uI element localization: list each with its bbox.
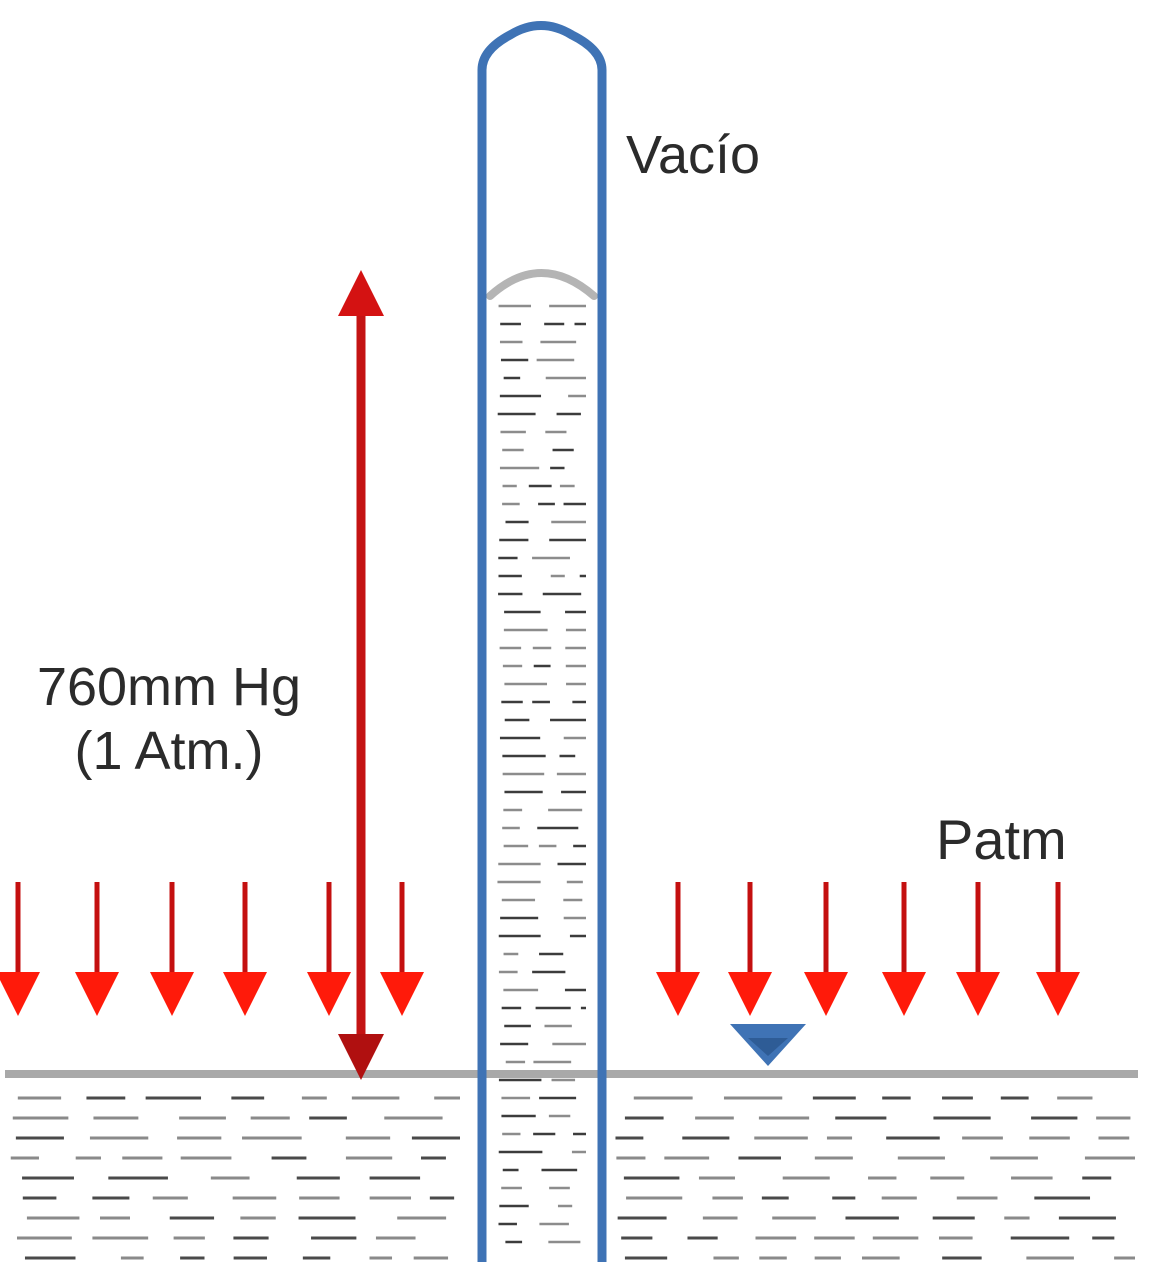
column-height-label: 760mm Hg (1 Atm.): [4, 655, 334, 783]
pressure-arrow-icon: [0, 882, 40, 1016]
barometer-tube: [477, 21, 607, 1262]
pressure-arrow-icon: [728, 882, 772, 1016]
pressure-arrow-icon: [223, 882, 267, 1016]
vacuum-label: Vacío: [626, 125, 761, 185]
pressure-arrow-icon: [380, 882, 424, 1016]
atmospheric-pressure-label: Patm: [936, 808, 1067, 871]
column-height-atm: (1 Atm.): [74, 721, 264, 781]
mercury-column-hatching: [497, 304, 586, 1244]
pressure-arrow-icon: [956, 882, 1000, 1016]
pressure-arrow-icon: [804, 882, 848, 1016]
pressure-arrow-icon: [307, 882, 351, 1016]
mercury-bath-hatching: [10, 1096, 1135, 1260]
pressure-arrow-icon: [75, 882, 119, 1016]
mercury-meniscus: [486, 269, 598, 300]
pressure-arrow-icon: [882, 882, 926, 1016]
atmospheric-pressure-arrows: [0, 882, 1080, 1016]
pressure-arrow-icon: [1036, 882, 1080, 1016]
column-height-arrow-icon: [338, 270, 384, 1080]
free-surface-level-shade: [748, 1038, 788, 1056]
column-height-mmhg: 760mm Hg: [36, 657, 302, 717]
pressure-arrow-icon: [656, 882, 700, 1016]
pressure-arrow-icon: [150, 882, 194, 1016]
